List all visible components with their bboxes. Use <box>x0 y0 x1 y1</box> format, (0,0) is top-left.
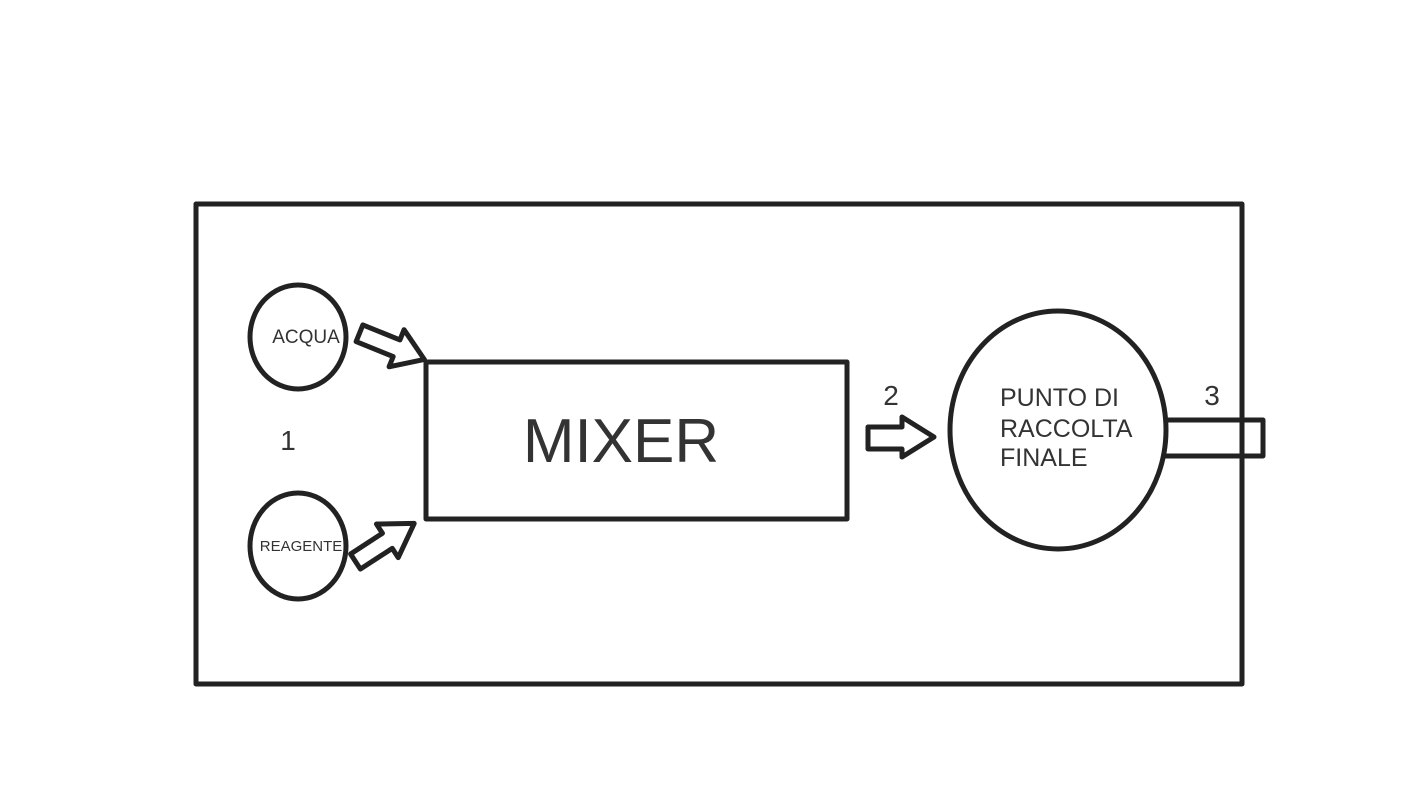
collection-label-line2: RACCOLTA <box>1000 415 1133 443</box>
arrow-reagente-to-mixer <box>348 520 417 572</box>
outer-frame <box>193 201 1245 687</box>
step-3-label: 3 <box>1204 380 1220 411</box>
step-2-label: 2 <box>883 380 899 411</box>
collection-label-line3: FINALE <box>1000 444 1088 472</box>
reagente-label: REAGENTE <box>260 538 343 555</box>
mixer-box <box>423 359 850 522</box>
arrow-acqua-to-mixer <box>353 322 427 370</box>
arrow-mixer-to-collection <box>865 414 937 460</box>
collection-node <box>947 308 1169 552</box>
collection-label-line1: PUNTO DI <box>1000 384 1119 412</box>
mixer-label: MIXER <box>523 407 719 476</box>
step-1-label: 1 <box>280 425 296 456</box>
acqua-node <box>247 282 349 392</box>
acqua-label: ACQUA <box>272 327 340 348</box>
reagente-node <box>247 490 349 602</box>
